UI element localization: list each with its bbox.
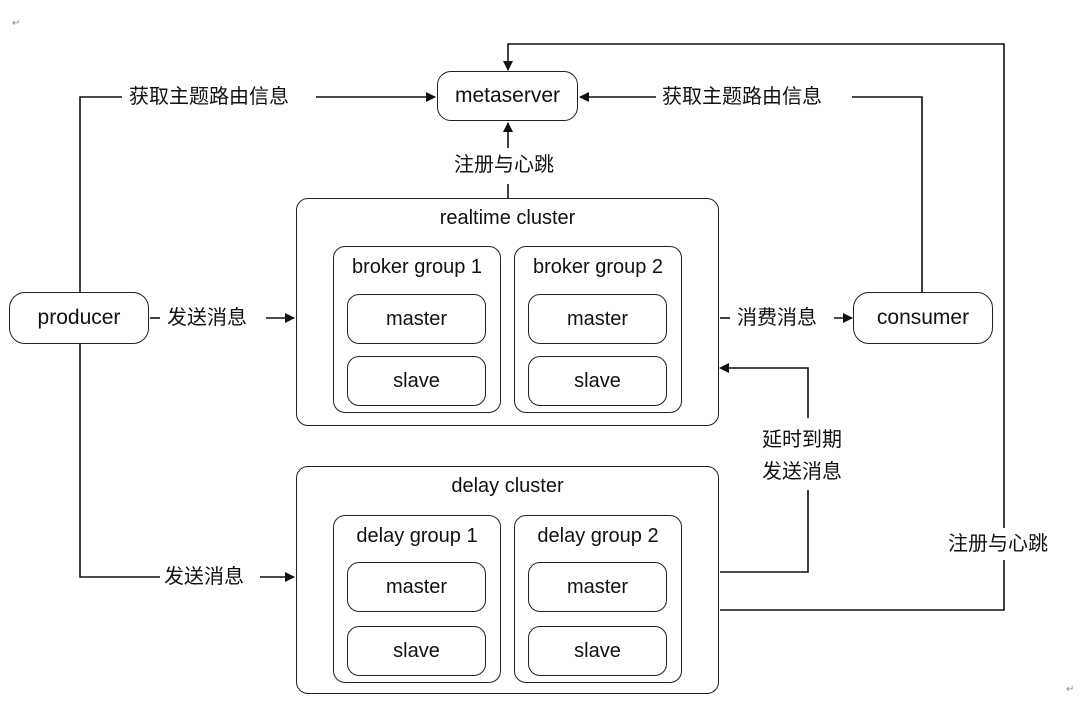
broker-group-2-title: broker group 2 — [532, 256, 664, 278]
delay-cluster-title: delay cluster — [451, 475, 564, 497]
consumer-node: consumer — [853, 292, 993, 344]
edge-delay-expire-arrow — [719, 363, 809, 418]
edge-delay-register-arrow — [503, 43, 1005, 528]
label-producer-send-realtime: 发送消息 — [165, 303, 249, 333]
realtime-cluster-title: realtime cluster — [439, 207, 576, 229]
label-delay-register: 注册与心跳 — [946, 529, 1050, 559]
edge-delay-expire — [720, 490, 809, 573]
delay-cluster: delay cluster delay group 1 master slave… — [296, 466, 719, 694]
broker-group-2: broker group 2 master slave — [514, 246, 682, 413]
label-consume: 消费消息 — [735, 303, 819, 333]
delay-group-1-slave: slave — [347, 626, 486, 676]
delay-group-2-slave: slave — [528, 626, 667, 676]
return-mark-bottom-right: ↵ — [1066, 684, 1075, 695]
realtime-cluster: realtime cluster broker group 1 master s… — [296, 198, 719, 426]
label-delay-expire: 延时到期 发送消息 — [760, 424, 844, 488]
label-producer-send-delay: 发送消息 — [162, 562, 246, 592]
label-realtime-register: 注册与心跳 — [452, 150, 556, 180]
label-consumer-route: 获取主题路由信息 — [660, 82, 824, 112]
return-mark-top-left: ↵ — [12, 18, 21, 29]
delay-group-1-title: delay group 1 — [356, 525, 478, 547]
broker-group-1-title: broker group 1 — [351, 256, 483, 278]
producer-node: producer — [9, 292, 149, 344]
edge-consumer-route — [852, 96, 923, 292]
broker-group-1-slave: slave — [347, 356, 486, 406]
metaserver-node: metaserver — [437, 71, 578, 121]
label-delay-expire-line1: 延时到期 — [762, 429, 842, 451]
delay-group-1: delay group 1 master slave — [333, 515, 501, 683]
delay-group-2-title: delay group 2 — [537, 525, 659, 547]
edge-delay-register — [720, 560, 1005, 611]
broker-group-1: broker group 1 master slave — [333, 246, 501, 413]
delay-group-2: delay group 2 master slave — [514, 515, 682, 683]
broker-group-1-master: master — [347, 294, 486, 344]
label-producer-route: 获取主题路由信息 — [127, 82, 291, 112]
delay-group-1-master: master — [347, 562, 486, 612]
broker-group-2-slave: slave — [528, 356, 667, 406]
broker-group-2-master: master — [528, 294, 667, 344]
delay-group-2-master: master — [528, 562, 667, 612]
edge-producer-send-delay — [79, 344, 160, 578]
edge-producer-route — [79, 96, 122, 292]
label-delay-expire-line2: 发送消息 — [762, 461, 842, 483]
